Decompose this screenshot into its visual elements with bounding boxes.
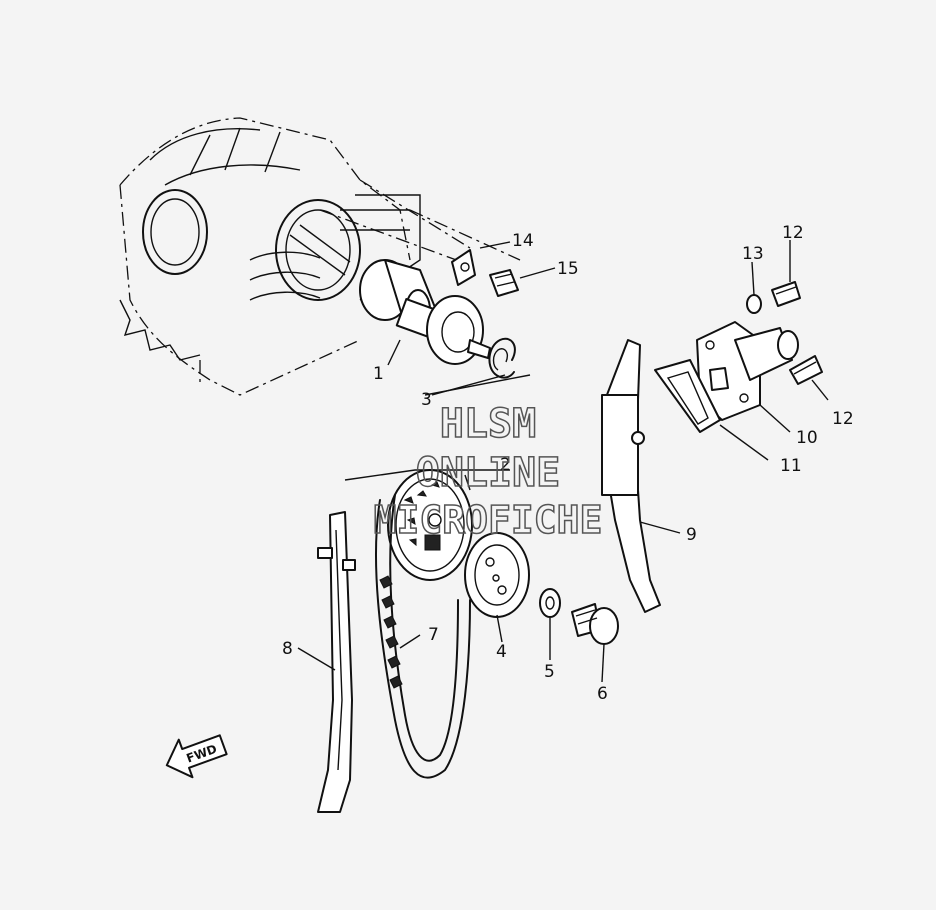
callout-14: 14 [512, 231, 534, 251]
cam-sprocket [387, 469, 473, 581]
chain-tensioner [696, 321, 799, 421]
camshaft [359, 259, 491, 365]
circlip [488, 337, 516, 379]
cam-plate [464, 532, 530, 618]
callout-9: 9 [686, 525, 697, 545]
callout-15: 15 [557, 259, 579, 279]
leader-lines [297, 240, 829, 683]
callout-12-lower: 12 [832, 409, 854, 429]
watermark-line-2: ONLINE [416, 450, 561, 496]
callout-1: 1 [373, 364, 384, 384]
callout-4: 4 [496, 642, 507, 662]
callout-7: 7 [428, 625, 439, 645]
callout-3: 3 [421, 390, 432, 410]
washer [539, 588, 561, 618]
plate-bracket [451, 249, 476, 286]
tensioner-washer [746, 294, 762, 314]
callout-10: 10 [796, 428, 818, 448]
watermark-line-3: MICROFICHE [374, 498, 603, 542]
watermark: HLSM ONLINE MICROFICHE [373, 400, 603, 543]
tensioner-bolt-lower [789, 355, 823, 385]
sprocket-bolt [571, 603, 619, 645]
forward-direction-arrow-icon: FWD [165, 734, 228, 779]
cylinder-head-outline [119, 117, 521, 396]
watermark-line-1: HLSM [440, 401, 536, 447]
callout-11: 11 [780, 456, 802, 476]
chain-guide-front [317, 511, 356, 813]
timing-chain [374, 494, 471, 779]
bracket-bolt [489, 269, 519, 297]
callout-12-upper: 12 [782, 223, 804, 243]
callout-6: 6 [597, 684, 608, 704]
callout-13: 13 [742, 244, 764, 264]
callout-5: 5 [544, 662, 555, 682]
tensioner-gasket [654, 359, 721, 433]
tensioner-bolt-upper [771, 281, 801, 307]
callout-8: 8 [282, 639, 293, 659]
chain-guide-rear [601, 339, 661, 613]
callout-2: 2 [500, 455, 511, 475]
